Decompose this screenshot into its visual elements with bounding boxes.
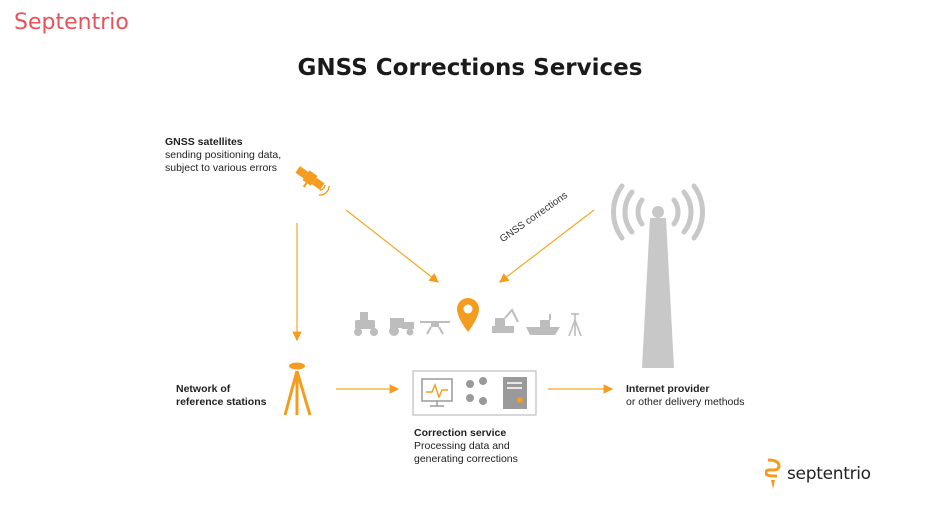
signal-waves-icon: [318, 184, 330, 196]
internet-label: Internet provider or other delivery meth…: [626, 383, 744, 409]
survey-tripod-icon: [568, 313, 582, 337]
server-icon: [503, 377, 527, 409]
tractor-icon: [389, 318, 414, 336]
service-desc-2: generating corrections: [414, 453, 518, 465]
septentrio-logo: septentrio: [765, 458, 871, 490]
internet-desc-1: or other delivery methods: [626, 396, 745, 408]
monitor-icon: [421, 378, 453, 407]
brand-name: Septentrio: [14, 10, 129, 35]
antenna-tower-icon: [611, 183, 705, 368]
service-title: Correction service: [414, 427, 507, 439]
logo-mark-icon: [765, 458, 781, 489]
lawnmower-icon: [354, 312, 378, 336]
network-title-2: reference stations: [176, 396, 267, 408]
service-label: Correction service Processing data and g…: [414, 427, 518, 466]
service-desc-1: Processing data and: [414, 440, 510, 452]
network-title: Network of: [176, 383, 231, 395]
excavator-icon: [492, 308, 519, 333]
page-title: GNSS Corrections Services: [297, 55, 643, 81]
tripod-icon: [283, 362, 312, 416]
satellites-desc-2: subject to various errors: [165, 162, 278, 174]
internet-title: Internet provider: [626, 383, 710, 395]
ship-icon: [526, 314, 560, 335]
satellites-title: GNSS satellites: [165, 136, 243, 148]
arrow-satellite-to-user: [345, 209, 439, 283]
location-pin-icon: [457, 298, 479, 332]
satellites-desc-1: sending positioning data,: [165, 149, 282, 161]
arrow-corrections-to-user: [499, 209, 595, 283]
drone-icon: [420, 321, 450, 335]
logo-text: septentrio: [787, 464, 871, 484]
satellites-label: GNSS satellites sending positioning data…: [165, 136, 281, 175]
satellite-icon: [295, 166, 325, 190]
network-label: Network of reference stations: [176, 383, 266, 409]
gears-icon: [466, 377, 487, 405]
